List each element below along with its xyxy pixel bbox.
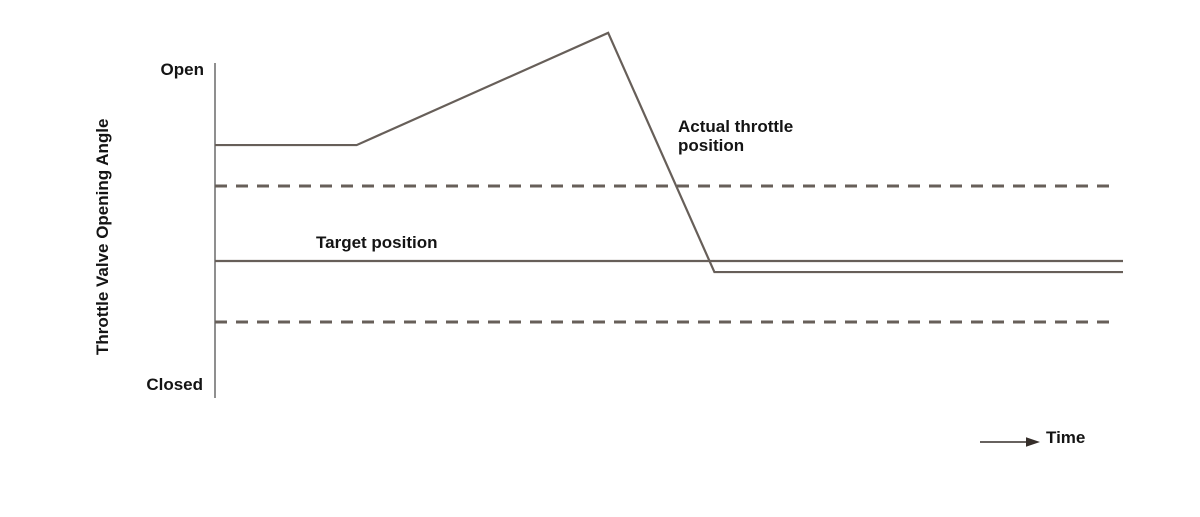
x-axis-title: Time — [1046, 428, 1086, 447]
y-tick-label-closed: Closed — [146, 375, 203, 394]
actual-label-line2: position — [678, 136, 745, 155]
target-position-label: Target position — [316, 233, 438, 252]
time-arrow-head-icon — [1026, 437, 1040, 447]
y-tick-label-open: Open — [160, 60, 204, 79]
actual-throttle-position-line — [215, 31, 1123, 274]
actual-label-line1: Actual throttle — [678, 117, 794, 136]
y-axis-title: Throttle Valve Opening Angle — [93, 118, 112, 356]
